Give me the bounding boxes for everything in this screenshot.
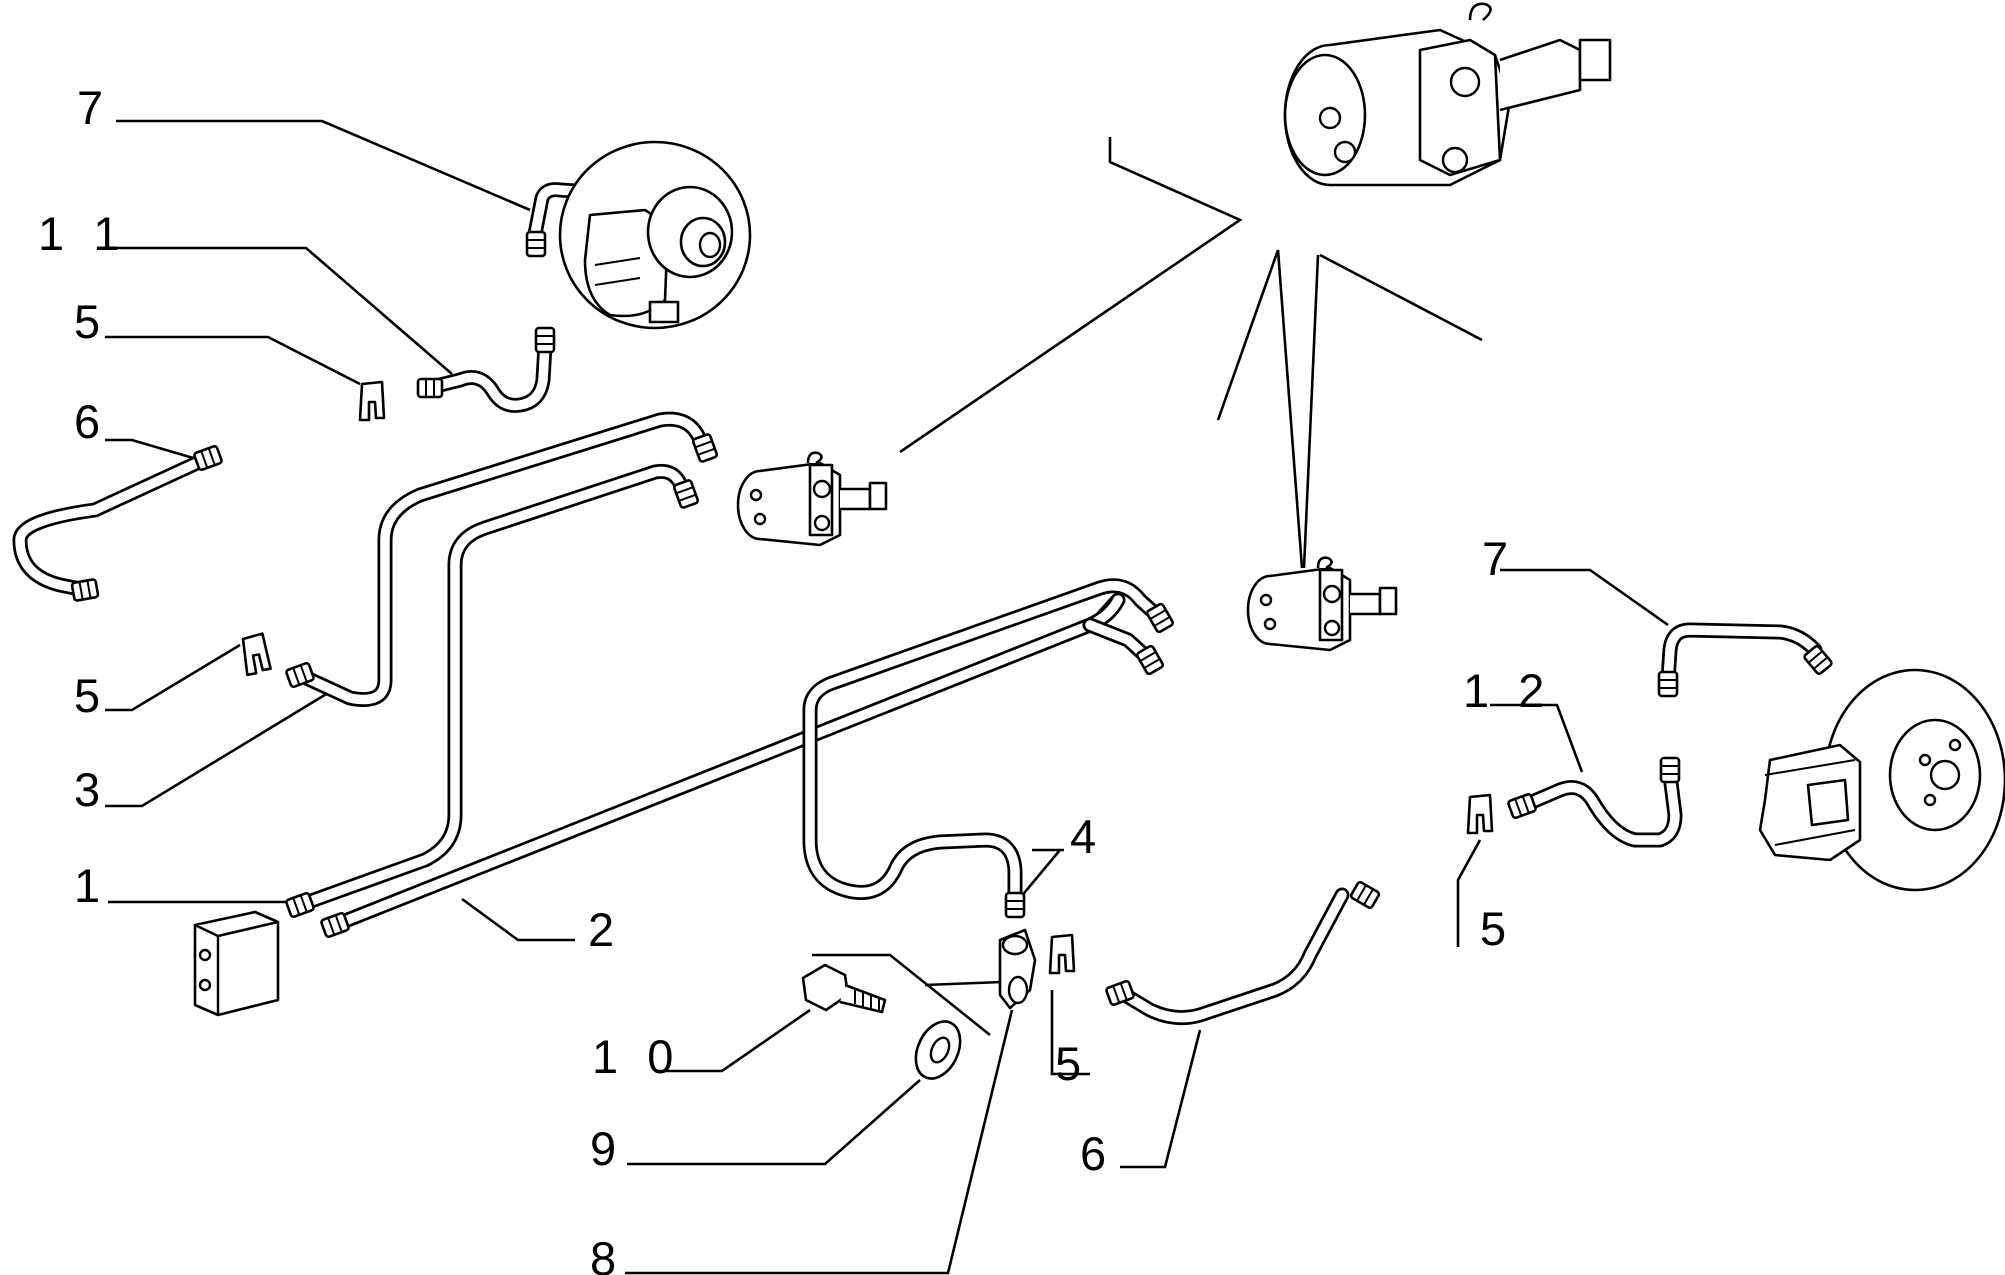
- callout-12: 1 2: [1463, 664, 1552, 717]
- callout-2: 2: [588, 903, 622, 956]
- fitting-7-top-end: [525, 230, 547, 258]
- callout-4: 4: [1070, 810, 1104, 863]
- brake-tubes: [12, 182, 1823, 1026]
- callout-6-left: 6: [74, 395, 108, 448]
- clip-5-right: [1466, 793, 1494, 835]
- fitting-6-left-bottom: [70, 577, 100, 603]
- callout-10: 1 0: [592, 1030, 681, 1083]
- banjo-union-8: [998, 928, 1037, 1010]
- callout-11: 1 1: [38, 207, 127, 260]
- callout-5-center: 5: [1055, 1037, 1089, 1090]
- callout-3: 3: [74, 763, 108, 816]
- banjo-bolt-assembly: [801, 928, 1037, 1080]
- brake-pressure-regulator-right: [1246, 556, 1398, 652]
- callout-7-right: 7: [1482, 532, 1516, 585]
- rear-brake-disc-right: [1758, 668, 2005, 892]
- brake-pressure-regulator-left: [736, 451, 888, 547]
- fitting-1-regulator: [672, 478, 700, 510]
- callout-5-mid: 5: [74, 669, 108, 722]
- callout-5-right: 5: [1480, 902, 1514, 955]
- callout-5-top: 5: [74, 295, 108, 348]
- fitting-6-left-top: [192, 444, 224, 472]
- fitting-7-right-end: [1657, 670, 1679, 698]
- fitting-3-regulator: [691, 432, 719, 464]
- banjo-bolt-10: [801, 963, 887, 1014]
- callout-9: 9: [590, 1122, 624, 1175]
- junction-block: [193, 910, 280, 1017]
- fitting-1-end: [284, 891, 316, 919]
- fitting-11-end: [416, 377, 444, 399]
- clip-5-top: [358, 380, 386, 422]
- clip-5-center: [1048, 933, 1076, 975]
- washer-9: [914, 1020, 962, 1080]
- fitting-4-banjo: [1004, 891, 1026, 919]
- clip-5-mid: [239, 631, 273, 677]
- callout-8: 8: [590, 1232, 624, 1275]
- callout-labels: 7 1 1 5 6 5 3 1 2 4 1 0 9 8 5 6 7 1 2 5: [38, 81, 1552, 1275]
- callout-6-bottom: 6: [1080, 1127, 1114, 1180]
- fitting-12-end: [1506, 792, 1538, 820]
- leader-lines: [105, 119, 1669, 1275]
- front-brake-disc-top: [558, 140, 752, 330]
- fitting-12-top: [1659, 756, 1681, 784]
- fitting-2-end: [319, 911, 351, 939]
- callout-1: 1: [74, 859, 108, 912]
- fitting-6-bottom-top: [1348, 879, 1382, 911]
- callout-7-top: 7: [77, 81, 111, 134]
- fitting-11-top: [534, 326, 556, 354]
- brake-pressure-regulator-large: [1283, 2, 1612, 187]
